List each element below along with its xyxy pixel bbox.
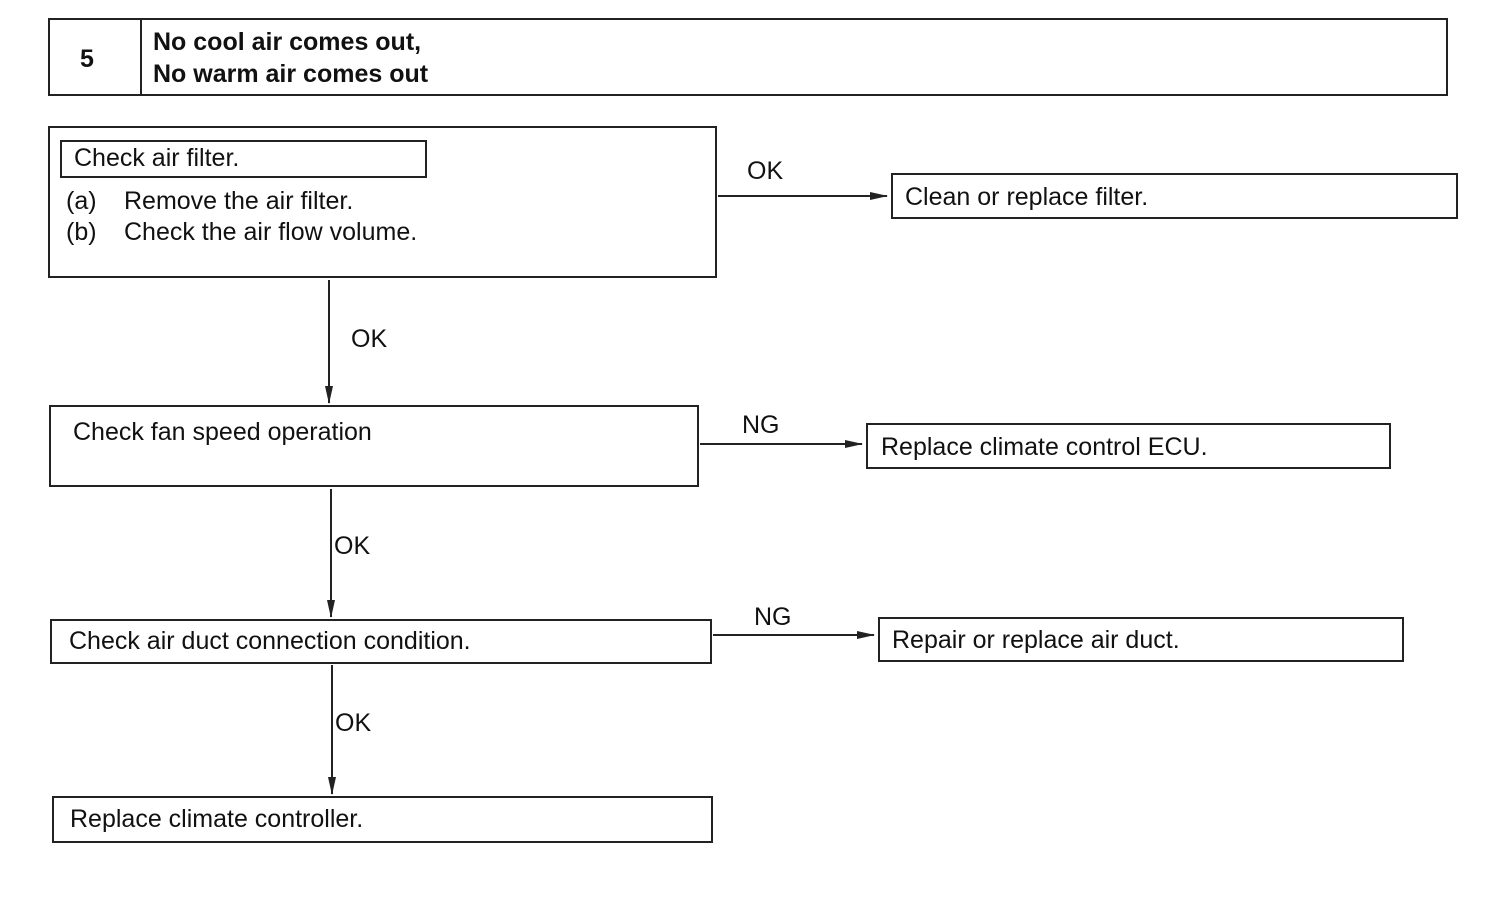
header-box xyxy=(48,18,1448,96)
fan-speed-step-box xyxy=(49,405,699,487)
header-title-line2: No warm air comes out xyxy=(153,60,429,88)
fan-ng-right-label: NG xyxy=(742,411,780,439)
header-title-line1: No cool air comes out, xyxy=(153,28,422,56)
clean-filter-result-text: Clean or replace filter. xyxy=(905,183,1149,211)
repair-duct-result-box xyxy=(878,617,1404,662)
final-step-box xyxy=(52,796,713,843)
filter-ok-right-label: OK xyxy=(747,157,784,185)
final-step-title: Replace climate controller. xyxy=(70,805,364,833)
air-filter-title: Check air filter. xyxy=(74,144,240,172)
duct-ng-right-label: NG xyxy=(754,603,792,631)
repair-duct-result-text: Repair or replace air duct. xyxy=(892,626,1180,654)
air-filter-sub-b-text: Check the air flow volume. xyxy=(124,218,418,246)
duct-ok-down-label: OK xyxy=(335,709,372,737)
air-filter-title-box xyxy=(60,140,427,178)
filter-ok-down-label: OK xyxy=(351,325,388,353)
air-filter-sub-a-marker: (a) xyxy=(66,187,97,215)
fan-ok-down-label: OK xyxy=(334,532,371,560)
header-number: 5 xyxy=(80,45,94,73)
replace-ecu-result-box xyxy=(866,423,1391,469)
clean-filter-result-box xyxy=(891,173,1458,219)
header-divider xyxy=(140,20,142,94)
replace-ecu-result-text: Replace climate control ECU. xyxy=(881,433,1208,461)
fan-speed-title: Check fan speed operation xyxy=(73,418,372,446)
air-filter-sub-a-text: Remove the air filter. xyxy=(124,187,354,215)
air-duct-step-box xyxy=(50,619,712,664)
air-duct-title: Check air duct connection condition. xyxy=(69,627,471,655)
air-filter-sub-b-marker: (b) xyxy=(66,218,97,246)
